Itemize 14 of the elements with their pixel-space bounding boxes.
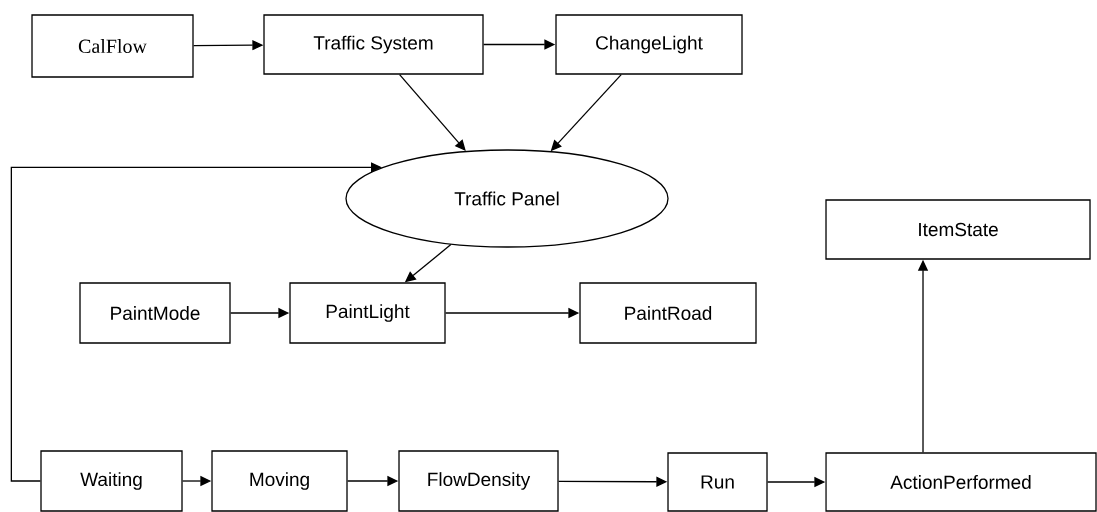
process-box: PaintRoad — [579, 282, 757, 344]
process-box: Waiting — [40, 450, 183, 512]
process-box: PaintLight — [289, 282, 446, 344]
arrow — [398, 74, 466, 151]
process-box: Moving — [211, 450, 348, 512]
process-box: ItemState — [825, 199, 1091, 260]
process-box: ActionPerformed — [825, 452, 1097, 512]
process-box: Traffic System — [263, 14, 484, 75]
process-box: CalFlow — [31, 14, 194, 78]
process-box: PaintMode — [79, 282, 231, 344]
process-box: Run — [667, 452, 768, 512]
process-box: ChangeLight — [555, 14, 743, 75]
arrow — [10, 162, 382, 482]
process-box: FlowDensity — [398, 450, 559, 512]
